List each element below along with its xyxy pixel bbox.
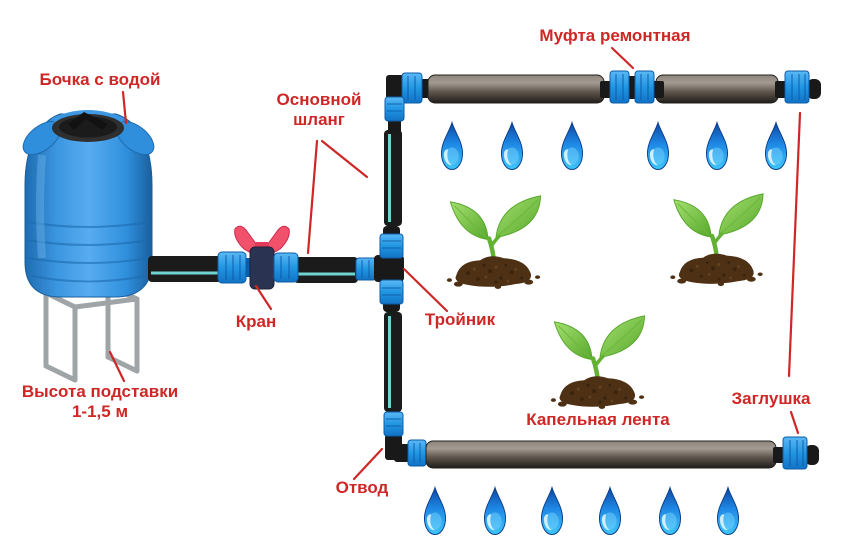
tap-label: Кран xyxy=(235,312,277,331)
drip-tape-label: Капельная лента xyxy=(526,410,670,429)
pointer-line-main-hose-b xyxy=(306,139,319,255)
water-drop-icon xyxy=(500,122,524,170)
pointer-line-outlet xyxy=(352,447,384,481)
plant-seedling xyxy=(551,316,645,409)
main-hose-label-line2: шланг xyxy=(293,110,345,130)
main-hose xyxy=(148,130,402,412)
pointer-line-stand-height xyxy=(108,350,126,383)
pointer-line-tap xyxy=(254,284,273,311)
tap-valve xyxy=(217,225,299,290)
end-cap-bottom xyxy=(773,436,819,470)
repair-coupling-label: Муфта ремонтная xyxy=(539,26,691,45)
water-drop-icon xyxy=(705,122,729,170)
drip-tape-top-left xyxy=(427,74,605,104)
stand-height-label-line2: 1-1,5 м xyxy=(71,402,129,422)
pointer-line-plug-bottom xyxy=(789,410,800,435)
plant-seedling xyxy=(447,196,541,289)
main-hose-label-line1: Основной xyxy=(276,90,362,109)
water-drops-bottom-row xyxy=(423,487,740,535)
water-barrel-label: Бочка с водой xyxy=(39,70,161,89)
water-drop-icon xyxy=(764,122,788,170)
drip-tape-top-right xyxy=(655,74,779,104)
water-drop-icon xyxy=(440,122,464,170)
stand-height-label: Высота подставки 1-1,5 м xyxy=(14,382,186,422)
water-drop-icon xyxy=(560,122,584,170)
repair-coupling xyxy=(600,70,664,104)
elbow-bottom-outlet xyxy=(383,411,432,467)
tee-label: Тройник xyxy=(424,310,496,329)
pointer-line-tee xyxy=(402,267,449,313)
elbow-top xyxy=(384,72,432,133)
tank-stand xyxy=(43,283,140,383)
water-drop-icon xyxy=(483,487,507,535)
water-drop-icon xyxy=(716,487,740,535)
pointer-line-plug-top xyxy=(787,111,802,378)
outlet-label: Отвод xyxy=(335,478,389,497)
plant-seedling xyxy=(670,194,763,286)
tank-lid xyxy=(52,112,124,142)
drip-tape-bottom xyxy=(425,440,777,469)
pointer-line-repair-coupling xyxy=(610,46,635,70)
stand-height-label-line1: Высота подставки xyxy=(21,382,179,401)
water-drop-icon xyxy=(540,487,564,535)
tee-fitting xyxy=(355,226,404,312)
pointer-line-main-hose-a xyxy=(320,139,369,179)
water-drops-top-row xyxy=(440,122,788,170)
water-drop-icon xyxy=(423,487,447,535)
plug-label: Заглушка xyxy=(731,389,811,408)
pointer-lines xyxy=(108,46,802,481)
water-drop-icon xyxy=(646,122,670,170)
water-drop-icon xyxy=(658,487,682,535)
water-tank xyxy=(22,110,155,298)
water-drop-icon xyxy=(598,487,622,535)
pointer-line-water-barrel xyxy=(121,90,128,125)
main-hose-label: Основной шланг xyxy=(259,90,379,130)
end-cap-top xyxy=(775,70,821,104)
